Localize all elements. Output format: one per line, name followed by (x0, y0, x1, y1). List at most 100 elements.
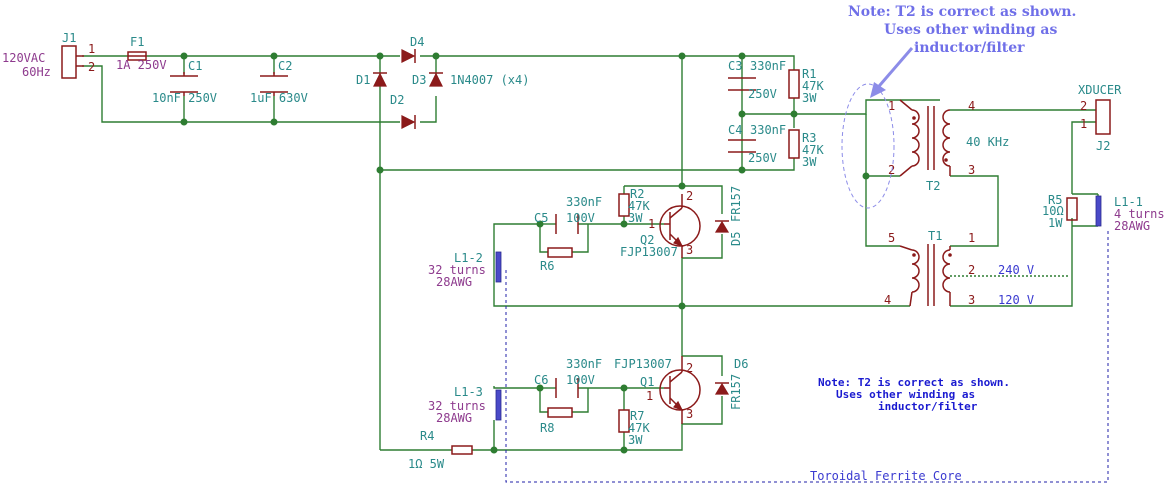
r3-resistor: R3 47K 3W (788, 129, 824, 169)
t1-pin4: 4 (884, 293, 891, 307)
top-note-line1: Note: T2 is correct as shown. (848, 4, 1076, 20)
t2-pin4: 4 (968, 99, 975, 113)
d6-value: FR157 (729, 374, 743, 410)
r5-resistor: R5 10Ω 1W (1042, 193, 1078, 230)
q2-pin3: 3 (686, 243, 693, 257)
t1-pin5: 5 (888, 231, 895, 245)
bridge-value: 1N4007 (x4) (450, 73, 529, 87)
junctions (180, 52, 870, 454)
q2-section: R2 47K 3W C5 330nF 100V R6 1 2 3 Q2 FJP1… (428, 186, 743, 289)
r1-ref: R1 (802, 67, 816, 81)
core-label: Toroidal Ferrite Core (810, 469, 962, 483)
l1-1-inductor: L1-1 4 turns 28AWG (1095, 195, 1165, 233)
d5-value: FR157 (729, 186, 743, 222)
l1-2-wire: 28AWG (436, 275, 472, 289)
q2-ref: Q2 (640, 233, 654, 247)
l1-1-turns: 4 turns (1114, 207, 1165, 221)
r3-power: 3W (802, 155, 817, 169)
l1-2-ref: L1-2 (454, 251, 483, 265)
bottom-note-line2: Uses other winding as (836, 388, 975, 401)
d3-ref: D3 (412, 73, 426, 87)
l1-3-ref: L1-3 (454, 385, 483, 399)
c4-value: 330nF (750, 123, 786, 137)
t1-pin1: 1 (968, 231, 975, 245)
q1-section: C6 330nF 100V R8 R7 47K 3W 1 2 3 Q1 FJP1… (428, 356, 748, 447)
r2-power: 3W (628, 211, 643, 225)
r3-ref: R3 (802, 131, 816, 145)
r3-value: 47K (802, 143, 824, 157)
q1-pin1: 1 (646, 389, 653, 403)
l1-3-wire: 28AWG (436, 411, 472, 425)
t2-pin3: 3 (968, 163, 975, 177)
q1-value: FJP13007 (614, 357, 672, 371)
d1-ref: D1 (356, 73, 370, 87)
d6-ref: D6 (734, 357, 748, 371)
c1-ref: C1 (188, 59, 202, 73)
t2-pin1: 1 (888, 99, 895, 113)
c3-voltage: 250V (748, 87, 777, 101)
c3-capacitor: C3 330nF 250V (728, 59, 786, 101)
t2-frequency: 40 KHz (966, 135, 1009, 149)
c2-value: 1uF 630V (250, 91, 308, 105)
bridge-rectifier: D4 D2 D1 D3 1N4007 (x4) (356, 35, 529, 129)
q2-value: FJP13007 (620, 245, 678, 259)
j2-pin2: 2 (1080, 99, 1087, 113)
t1-transformer: T1 5 4 1 2 3 240 V 120 V (884, 229, 1070, 307)
t1-240v-label: 240 V (998, 263, 1034, 277)
r6-ref: R6 (540, 259, 554, 273)
j1-ref: J1 (62, 31, 76, 45)
c1-value: 10nF 250V (152, 91, 217, 105)
d4-ref: D4 (410, 35, 424, 49)
j2-pin1: 1 (1080, 117, 1087, 131)
r8-ref: R8 (540, 421, 554, 435)
r1-power: 3W (802, 91, 817, 105)
l1-1-wire: 28AWG (1114, 219, 1150, 233)
bottom-note: Note: T2 is correct as shown. Uses other… (818, 376, 1010, 413)
q2-pin1: 1 (648, 217, 655, 231)
r1-value: 47K (802, 79, 824, 93)
c3-value: 330nF (750, 59, 786, 73)
c4-capacitor: C4 330nF 250V (728, 123, 786, 165)
r7-value: 47K (628, 421, 650, 435)
c5-voltage: 100V (566, 211, 595, 225)
l1-3-turns: 32 turns (428, 399, 486, 413)
c4-ref: C4 (728, 123, 742, 137)
r4-resistor: R4 1Ω 5W (408, 429, 473, 471)
r2-ref: R2 (630, 187, 644, 201)
t1-120v-label: 120 V (998, 293, 1034, 307)
c3-ref: C3 (728, 59, 742, 73)
j1-voltage: 120VAC (2, 51, 45, 65)
j2-connector: XDUCER J2 2 1 (1078, 83, 1122, 153)
c6-value: 330nF (566, 357, 602, 371)
t1-pin3: 3 (968, 293, 975, 307)
r4-value: 1Ω 5W (408, 457, 445, 471)
t1-ref: T1 (928, 229, 942, 243)
bottom-note-line1: Note: T2 is correct as shown. (818, 376, 1010, 389)
r5-power: 1W (1048, 216, 1063, 230)
c2-capacitor: C2 1uF 630V (250, 59, 308, 105)
q1-ref: Q1 (640, 375, 654, 389)
l1-1-ref: L1-1 (1114, 195, 1143, 209)
f1-fuse: F1 1A 250V (116, 35, 167, 72)
d2-ref: D2 (390, 93, 404, 107)
c1-capacitor: C1 10nF 250V (152, 59, 217, 105)
c6-voltage: 100V (566, 373, 595, 387)
toroidal-core-link: Toroidal Ferrite Core (505, 230, 1109, 483)
r2-value: 47K (628, 199, 650, 213)
f1-ref: F1 (130, 35, 144, 49)
wires (82, 55, 1099, 451)
c6-ref: C6 (534, 373, 548, 387)
t2-transformer: 1 2 3 4 T2 40 KHz (888, 99, 1009, 193)
c4-voltage: 250V (748, 151, 777, 165)
c2-ref: C2 (278, 59, 292, 73)
d5-label: D5 (729, 232, 743, 246)
top-note: Note: T2 is correct as shown. Uses other… (841, 4, 1076, 209)
r5-value: 10Ω (1042, 204, 1064, 218)
t2-ref: T2 (926, 179, 940, 193)
top-note-line2: Uses other winding as (884, 22, 1057, 38)
j2-ref: J2 (1096, 139, 1110, 153)
r7-ref: R7 (630, 409, 644, 423)
j2-label: XDUCER (1078, 83, 1122, 97)
q1-pin3: 3 (686, 407, 693, 421)
